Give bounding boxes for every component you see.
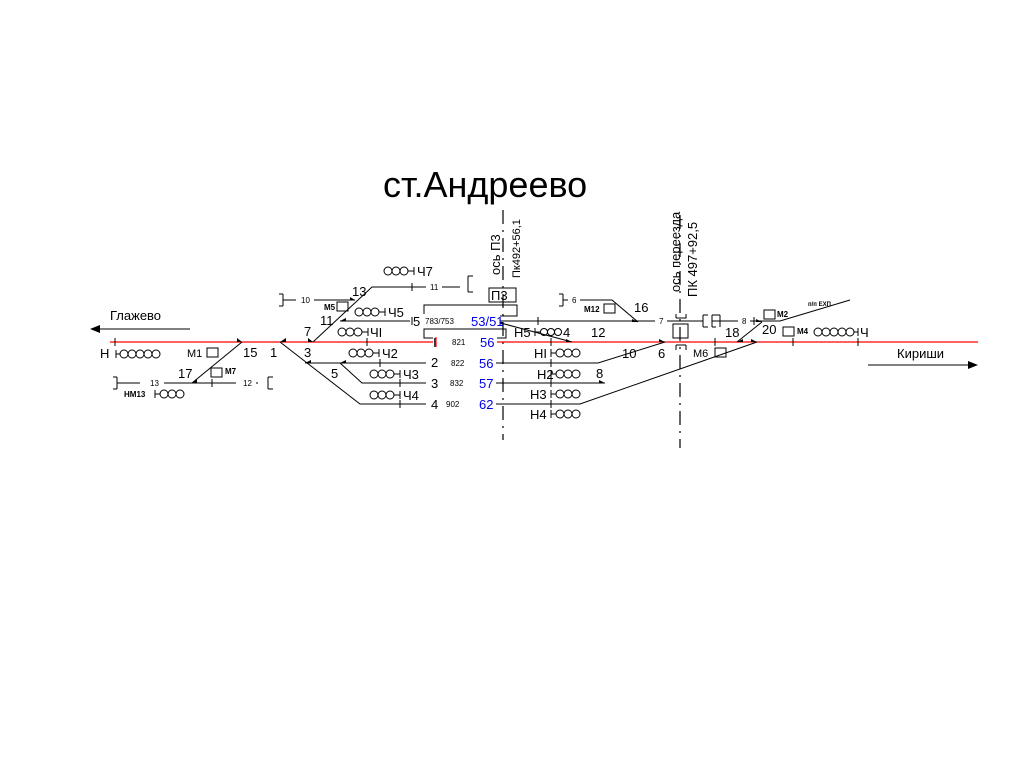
track-12-13 bbox=[113, 376, 273, 390]
crossing-pk-label: ПК 497+92,5 bbox=[685, 222, 700, 297]
track-1-length: 821 bbox=[452, 338, 466, 347]
switch-15-17-link bbox=[191, 341, 243, 384]
switch-3: 3 bbox=[304, 345, 311, 360]
switch-6: 6 bbox=[658, 346, 665, 361]
signal-n4: Н4 bbox=[530, 407, 547, 422]
switch-15: 15 bbox=[243, 345, 257, 360]
switch-16: 16 bbox=[634, 300, 648, 315]
track-2 bbox=[305, 341, 666, 364]
signal-lamps bbox=[115, 266, 859, 419]
track-10 bbox=[279, 293, 355, 307]
switch-10: 10 bbox=[622, 346, 636, 361]
signal-ch: Ч bbox=[860, 325, 869, 340]
track-3 bbox=[339, 362, 605, 384]
switch-markers bbox=[192, 297, 762, 383]
crossing-gates bbox=[675, 314, 687, 350]
switch-4: 4 bbox=[563, 325, 570, 340]
track-3-number: 3 bbox=[431, 376, 438, 391]
arrow-left-head bbox=[90, 325, 100, 333]
signal-m2: М2 bbox=[777, 310, 789, 319]
track-8-number: 8 bbox=[742, 317, 747, 326]
track-5-number: 5 bbox=[413, 314, 420, 329]
track-1-number: I bbox=[433, 335, 437, 350]
track-3-useful-length: 57 bbox=[479, 376, 493, 391]
switch-1: 1 bbox=[270, 345, 277, 360]
crossing-box bbox=[672, 323, 689, 339]
signal-n3: Н3 bbox=[530, 387, 547, 402]
track-6 bbox=[559, 293, 639, 323]
signal-m4: М4 bbox=[797, 327, 809, 336]
track-4-length: 902 bbox=[446, 400, 460, 409]
signal-ch7: Ч7 bbox=[417, 264, 433, 279]
track-1-useful-length: 56 bbox=[480, 335, 494, 350]
p3-box-label: П3 bbox=[491, 288, 508, 303]
signal-m12: М12 bbox=[584, 305, 600, 314]
track-11-number: 11 bbox=[430, 283, 439, 292]
direction-left-label: Глажево bbox=[110, 308, 161, 323]
track-5 bbox=[340, 314, 708, 328]
switch-18-link bbox=[736, 321, 763, 343]
track-8 bbox=[711, 299, 851, 328]
signal-ch2: Ч2 bbox=[382, 346, 398, 361]
track-4-number: 4 bbox=[431, 397, 438, 412]
switch-5: 5 bbox=[331, 366, 338, 381]
siding-label: п/п ЕХП bbox=[808, 302, 831, 308]
switch-8: 8 bbox=[596, 366, 603, 381]
track-5-length: 783/753 bbox=[425, 317, 454, 326]
signal-n2: Н2 bbox=[537, 367, 554, 382]
p3-pk-label: Пк492+56,1 bbox=[511, 219, 523, 278]
switch-18: 18 bbox=[725, 325, 739, 340]
signal-m5: М5 bbox=[324, 303, 336, 312]
track-3-length: 832 bbox=[450, 379, 464, 388]
switch-13: 13 bbox=[352, 284, 366, 299]
track-2-number: 2 bbox=[431, 355, 438, 370]
signal-ch5: Ч5 bbox=[388, 305, 404, 320]
signal-nm13: НМ13 bbox=[124, 390, 146, 399]
signal-n5: Н5 bbox=[514, 325, 531, 340]
track-4-useful-length: 62 bbox=[479, 397, 493, 412]
track-10-number: 10 bbox=[301, 296, 310, 305]
track-12-number: 12 bbox=[243, 379, 252, 388]
track-11 bbox=[312, 275, 473, 343]
signal-m6: М6 bbox=[693, 348, 708, 360]
signal-nI: НI bbox=[534, 346, 547, 361]
track-6-number: 6 bbox=[572, 296, 577, 305]
track-2-useful-length: 56 bbox=[479, 356, 493, 371]
station-title: ст.Андреево bbox=[383, 164, 587, 205]
direction-right-label: Кириши bbox=[897, 346, 944, 361]
signal-ch3: Ч3 bbox=[403, 367, 419, 382]
track-2-length: 822 bbox=[451, 359, 465, 368]
track-5-useful-length: 53/51 bbox=[471, 314, 504, 329]
signal-n: Н bbox=[100, 346, 109, 361]
switch-11: 11 bbox=[320, 313, 334, 328]
switch-20: 20 bbox=[762, 322, 776, 337]
p3-axis-label: ось П3 bbox=[488, 234, 503, 275]
signal-m7: М7 bbox=[225, 367, 237, 376]
p3-box bbox=[488, 287, 517, 303]
switch-7: 7 bbox=[304, 324, 311, 339]
crossing-axis-label: ось переезда bbox=[668, 211, 683, 292]
switch-17: 17 bbox=[178, 366, 192, 381]
switch-12: 12 bbox=[591, 325, 605, 340]
signal-ch4: Ч4 bbox=[403, 388, 419, 403]
track-7-number: 7 bbox=[659, 317, 664, 326]
signal-chI: ЧI bbox=[370, 325, 382, 340]
track-13-number: 13 bbox=[150, 379, 159, 388]
shunting-signals bbox=[206, 301, 795, 378]
insulating-joints bbox=[114, 283, 859, 408]
signal-m1: М1 bbox=[187, 348, 202, 360]
arrow-right-head bbox=[968, 361, 978, 369]
